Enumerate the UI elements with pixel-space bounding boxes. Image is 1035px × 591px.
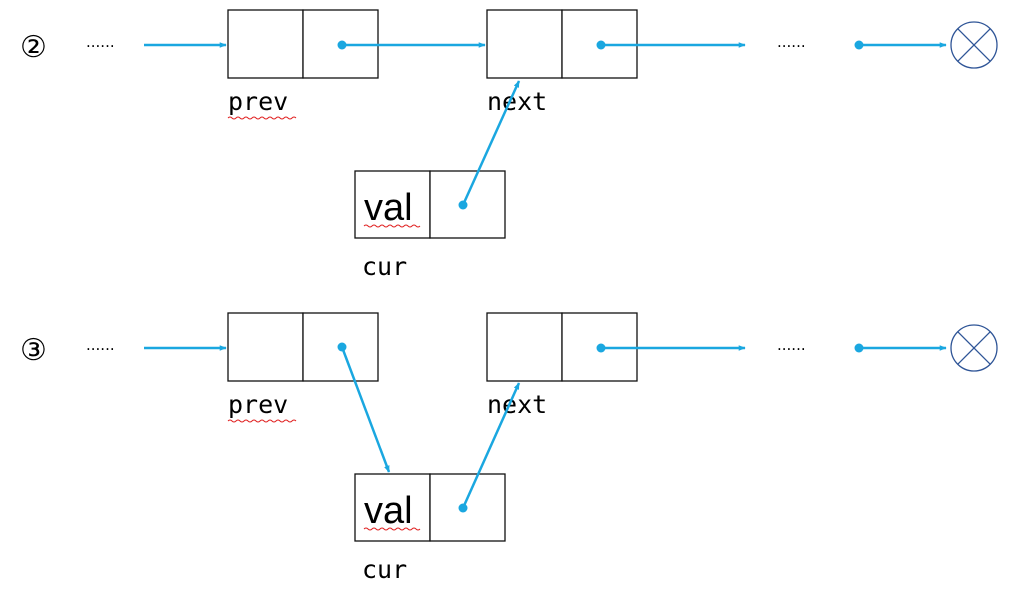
leading-ellipsis: ...... xyxy=(86,336,115,354)
next-data-cell xyxy=(486,9,563,79)
prev-label: prev xyxy=(228,87,288,116)
spellcheck-underline xyxy=(363,527,421,531)
leading-ellipsis: ...... xyxy=(86,33,115,51)
null-terminator-icon xyxy=(950,21,998,69)
cur-value: val xyxy=(364,490,413,532)
spellcheck-underline xyxy=(363,224,421,228)
trailing-ellipsis: ...... xyxy=(777,33,806,51)
trailing-ellipsis: ...... xyxy=(777,336,806,354)
null-terminator-icon xyxy=(950,324,998,372)
spellcheck-underline xyxy=(227,116,297,120)
prev-to-cur-arrow xyxy=(340,346,391,473)
cur-value: val xyxy=(364,187,413,229)
cur-to-next-arrow xyxy=(461,80,521,206)
panel-step-2: ② ...... prev next val cur ...... xyxy=(20,9,998,281)
step-number: ③ xyxy=(20,333,47,368)
cur-next-pointer-cell xyxy=(429,170,506,239)
next-label: next xyxy=(487,87,547,116)
prev-node xyxy=(227,312,379,382)
prev-data-cell xyxy=(227,9,304,79)
panel-step-3: ③ ...... prev next val cur ...... xyxy=(20,312,998,584)
cur-label: cur xyxy=(362,555,407,584)
cur-label: cur xyxy=(362,252,407,281)
prev-node xyxy=(227,9,379,79)
cur-to-next-arrow xyxy=(461,382,521,509)
prev-data-cell xyxy=(227,312,304,382)
next-label: next xyxy=(487,390,547,419)
prev-label: prev xyxy=(228,390,288,419)
next-data-cell xyxy=(486,312,563,382)
spellcheck-underline xyxy=(227,419,297,423)
cur-next-pointer-cell xyxy=(429,473,506,542)
next-node xyxy=(486,9,638,79)
step-number: ② xyxy=(20,30,47,65)
